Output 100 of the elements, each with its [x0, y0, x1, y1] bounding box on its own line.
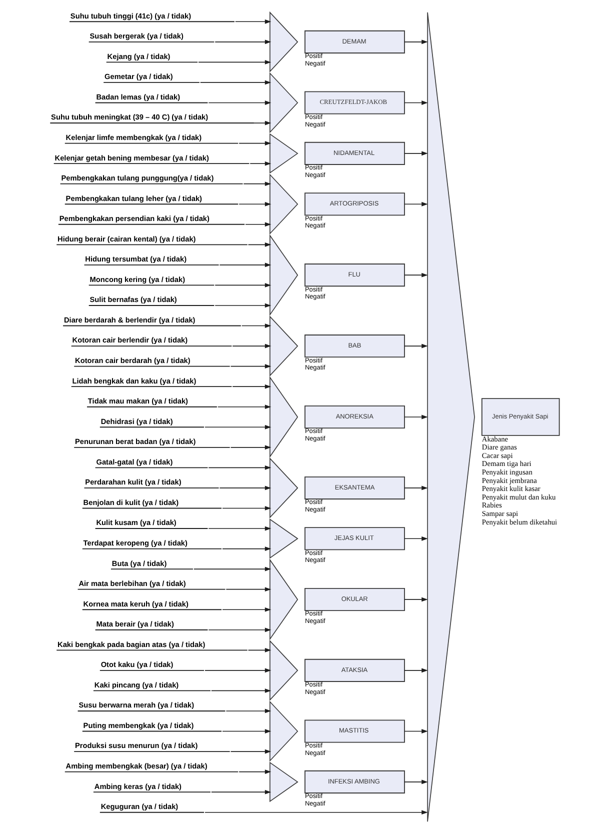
- arrow: [226, 587, 272, 592]
- node-triangle: [270, 376, 298, 458]
- arrow: [248, 648, 272, 652]
- node-label: Penyakit belum diketahui: [482, 517, 558, 526]
- arrow: [252, 120, 272, 126]
- arrow: [204, 424, 272, 430]
- arrow: [404, 414, 428, 420]
- arrow: [245, 222, 272, 227]
- arrow: [404, 272, 428, 278]
- node-text: Penurunan berat badan (ya / tidak): [75, 437, 196, 446]
- node-triangle: [270, 11, 298, 72]
- arrow: [404, 202, 428, 206]
- arrow: [219, 262, 272, 268]
- arrow: [404, 597, 428, 602]
- node-text: Terdapat keropeng (ya / tidak): [83, 538, 188, 548]
- arrow: [208, 466, 272, 470]
- arrow: [404, 40, 428, 44]
- arrow: [232, 344, 272, 348]
- node-triangle: [270, 762, 298, 802]
- node-text: Suhu tubuh tinggi (41c) (ya / tidak): [70, 11, 192, 20]
- arrow: [204, 810, 428, 815]
- node-text: Pembengkakan tulang punggung(ya / tidak): [61, 174, 214, 183]
- node-text: Gemetar (ya / tidak): [104, 72, 173, 82]
- arrow: [250, 161, 272, 166]
- node-text: Kulit kusam (ya / tidak): [96, 518, 176, 528]
- node-text: Kaki bengkak pada bagian atas (ya / tidak): [58, 640, 206, 649]
- node-text: Kelenjar getah bening membesar (ya / tidak): [54, 153, 209, 162]
- node-text: Kotoran cair berdarah (ya / tidak): [75, 356, 190, 365]
- arrow: [222, 546, 272, 551]
- node-text: Keguguran (ya / tidak): [100, 802, 178, 812]
- arrow: [230, 364, 272, 368]
- node-text: Kaki pincang (ya / tidak): [94, 680, 179, 690]
- node-text: Produksi susu menurun (ya / tidak): [75, 741, 198, 750]
- arrow: [404, 100, 428, 105]
- node-triangle: [270, 72, 298, 134]
- node-text: Diare berdarah & berlendir (ya / tidak): [64, 315, 196, 324]
- arrow: [238, 141, 272, 146]
- node-label: Rabies: [482, 500, 502, 510]
- node-triangle: [270, 640, 298, 701]
- arrow: [219, 486, 272, 490]
- arrow: [208, 100, 272, 105]
- node-text: Benjolan di kulit (ya / tidak): [83, 498, 179, 507]
- node-text: Tidak mau makan (ya / tidak): [88, 396, 188, 406]
- node-label: Penyakit kulit kasar: [482, 484, 540, 494]
- node-text: Perdarahan kulit (ya / tidak): [85, 478, 182, 487]
- arrow: [226, 708, 272, 714]
- node-text: Puting membengkak (ya / tidak): [83, 720, 194, 730]
- arrow: [222, 607, 272, 612]
- node-text: Kornea mata keruh (ya / tidak): [83, 599, 188, 608]
- node-text: Gatal-gatal (ya / tidak): [96, 457, 173, 466]
- node-text: Mata berair (ya / tidak): [96, 620, 174, 629]
- arrow: [234, 19, 272, 24]
- arrow: [214, 40, 272, 44]
- arrow: [241, 324, 272, 328]
- node-label: Cacar sapi: [482, 450, 513, 460]
- node-label: Penyakit ingusan: [482, 468, 532, 477]
- node-text: Susah bergerak (ya / tidak): [90, 32, 184, 41]
- arrow: [238, 770, 272, 774]
- node-text: Lidah bengkak dan kaku (ya / tidak): [72, 376, 196, 386]
- arrow: [232, 384, 272, 389]
- arrow: [404, 151, 428, 156]
- node-label: Penyakit jembrana: [482, 476, 537, 485]
- arrow: [208, 628, 272, 632]
- node-text: Kejang (ya / tidak): [107, 52, 170, 61]
- node-text: Air mata berlebihan (ya / tidak): [78, 579, 186, 588]
- node-text: Hidung tersumbat (ya / tidak): [85, 254, 187, 264]
- arrow: [198, 60, 272, 64]
- node-text: Badan lemas (ya / tidak): [96, 92, 180, 102]
- arrow: [238, 202, 272, 206]
- arrow: [230, 445, 272, 450]
- node-text: Pembengkakan tulang leher (ya / tidak): [66, 194, 202, 203]
- node-label: Akabane: [482, 434, 508, 444]
- node-text: Sulit bernafas (ya / tidak): [90, 295, 177, 304]
- node-triangle: [270, 174, 298, 235]
- node-text: Dehidrasi (ya / tidak): [100, 416, 173, 426]
- node-triangle: [427, 12, 475, 822]
- arrow: [214, 303, 272, 308]
- node-text: Hidung berair (cairan kental) (ya / tidak): [58, 234, 196, 244]
- node-triangle: [270, 558, 298, 640]
- arrow: [404, 486, 428, 490]
- node-text: Buta (ya / tidak): [112, 558, 167, 568]
- node-text: Kelenjar limfe membengkak (ya / tidak): [66, 132, 202, 142]
- node-triangle: [270, 234, 298, 316]
- arrow: [204, 668, 272, 673]
- arrow: [248, 242, 272, 247]
- node-triangle: [270, 457, 298, 518]
- arrow: [222, 506, 272, 510]
- arrow: [404, 729, 428, 734]
- arrow: [404, 668, 428, 673]
- node-text: Ambing membengkak (besar) (ya / tidak): [66, 761, 208, 770]
- node-label: Diare ganas: [482, 442, 517, 452]
- arrow: [404, 780, 428, 784]
- node-label: Demam tiga hari: [482, 459, 532, 468]
- node-text: Otot kaku (ya / tidak): [100, 660, 174, 670]
- node-triangle: [270, 700, 298, 762]
- node-text: Susu berwarna merah (ya / tidak): [78, 700, 194, 710]
- node-label: Sampar sapi: [482, 508, 518, 518]
- arrow: [214, 283, 272, 288]
- arrow: [222, 729, 272, 734]
- node-triangle: [270, 518, 298, 559]
